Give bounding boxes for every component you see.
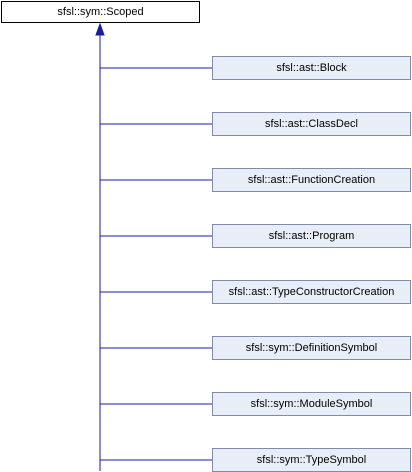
derived-class-node-block[interactable]: sfsl::ast::Block	[212, 56, 411, 80]
derived-class-node-classdecl[interactable]: sfsl::ast::ClassDecl	[212, 112, 411, 136]
derived-class-node-modulesymbol[interactable]: sfsl::sym::ModuleSymbol	[212, 392, 411, 416]
derived-class-node-functioncreation[interactable]: sfsl::ast::FunctionCreation	[212, 168, 411, 192]
derived-class-label: sfsl::sym::TypeSymbol	[256, 454, 367, 466]
derived-class-label: sfsl::sym::ModuleSymbol	[250, 398, 373, 410]
derived-class-label: sfsl::ast::Block	[276, 62, 347, 74]
derived-class-label: sfsl::ast::FunctionCreation	[247, 174, 376, 186]
derived-class-label: sfsl::ast::ClassDecl	[265, 118, 358, 130]
derived-class-node-definitionsymbol[interactable]: sfsl::sym::DefinitionSymbol	[212, 336, 411, 360]
derived-class-node-typesymbol[interactable]: sfsl::sym::TypeSymbol	[212, 448, 411, 472]
base-class-node: sfsl::sym::Scoped	[1, 1, 200, 23]
derived-class-label: sfsl::ast::TypeConstructorCreation	[228, 286, 395, 298]
base-class-label: sfsl::sym::Scoped	[57, 6, 144, 18]
derived-class-label: sfsl::ast::Program	[268, 230, 355, 242]
derived-class-node-program[interactable]: sfsl::ast::Program	[212, 224, 411, 248]
inheritance-arrowhead	[95, 22, 105, 36]
derived-class-node-typeconstructorcreation[interactable]: sfsl::ast::TypeConstructorCreation	[212, 280, 411, 304]
derived-class-label: sfsl::sym::DefinitionSymbol	[245, 342, 378, 354]
